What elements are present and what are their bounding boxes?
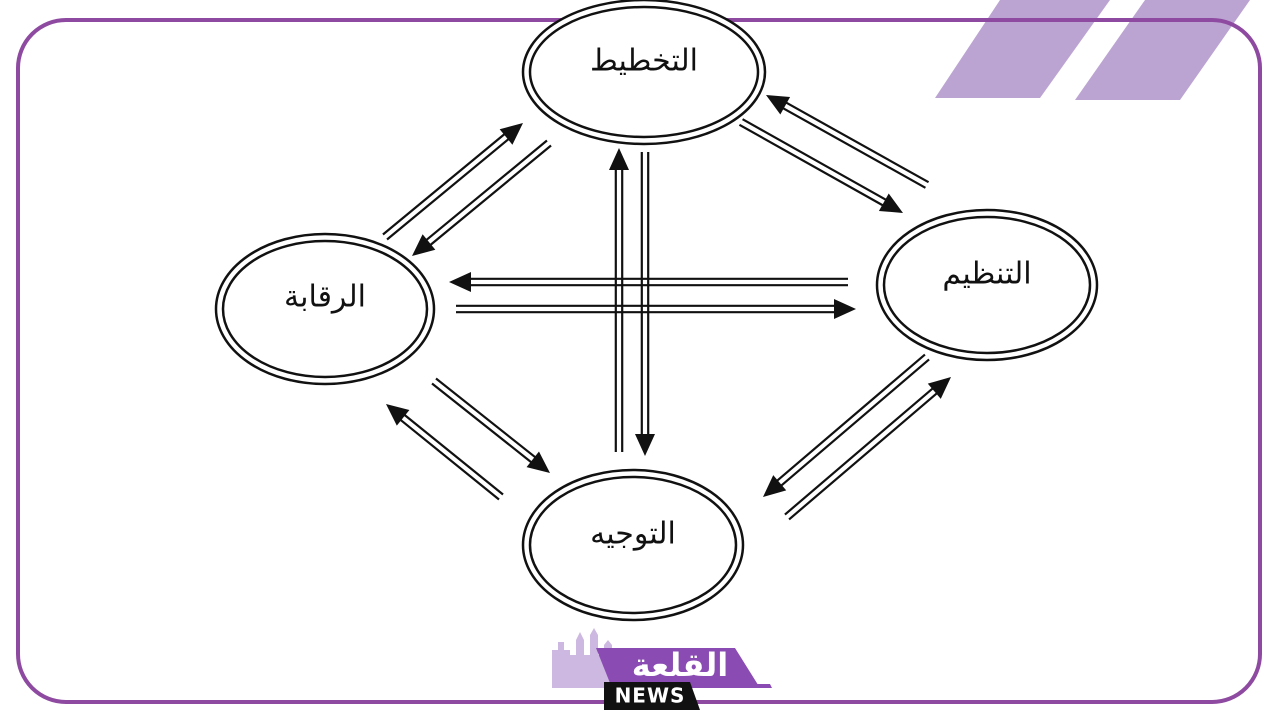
arrow-controlling-to-planning-shaft	[386, 137, 511, 241]
arrow-planning-to-organizing-shaft	[742, 118, 888, 202]
arrow-directing-to-organizing-shaft	[784, 386, 935, 516]
arrow-planning-to-controlling	[412, 139, 552, 256]
castle-icon	[552, 628, 612, 688]
node-controlling-label: الرقابة	[284, 280, 366, 315]
arrow-controlling-to-organizing	[456, 299, 856, 319]
decorative-stripes	[935, 0, 1250, 100]
arrow-organizing-to-planning	[766, 95, 930, 189]
node-controlling: الرقابة	[214, 232, 436, 386]
arrow-controlling-to-planning-shaft	[382, 132, 507, 236]
arrow-directing-to-controlling-shaft	[402, 413, 504, 496]
arrow-organizing-to-directing-shaft	[779, 358, 930, 488]
arrow-planning-to-organizing-shaft	[738, 123, 885, 207]
arrow-directing-to-controlling-head	[386, 404, 410, 426]
arrow-planning-to-controlling-shaft	[424, 139, 548, 242]
arrow-controlling-to-organizing-head	[834, 299, 856, 319]
arrow-organizing-to-controlling	[449, 272, 848, 292]
arrow-directing-to-controlling	[386, 404, 504, 501]
logo-english-text: NEWS	[615, 684, 686, 708]
logo-accent-line	[692, 684, 772, 688]
arrow-planning-to-directing-head	[635, 434, 655, 456]
arrow-organizing-to-directing-shaft	[775, 353, 926, 483]
arrow-directing-to-planning-head	[609, 148, 629, 170]
arrow-organizing-to-planning-head	[766, 95, 791, 115]
stripe-right	[1075, 0, 1250, 100]
arrow-controlling-to-directing	[431, 377, 550, 473]
arrow-planning-to-organizing	[738, 118, 903, 213]
arrow-planning-to-organizing-head	[878, 193, 903, 213]
arrow-directing-to-planning	[609, 148, 629, 452]
arrow-planning-to-controlling-head	[412, 234, 436, 256]
logo-arabic-text: القلعة	[632, 646, 729, 684]
node-planning-label: التخطيط	[590, 44, 698, 79]
node-directing: التوجيه	[521, 468, 745, 622]
node-directing-label: التوجيه	[590, 517, 676, 552]
stripe-left	[935, 0, 1110, 98]
arrow-controlling-to-directing-shaft	[431, 382, 534, 464]
arrow-organizing-to-directing	[763, 353, 930, 497]
arrow-organizing-to-controlling-head	[449, 272, 471, 292]
node-planning: التخطيط	[521, 0, 767, 146]
node-organizing: التنظيم	[875, 208, 1099, 362]
arrow-controlling-to-directing-head	[526, 451, 550, 473]
arrow-controlling-to-planning	[382, 123, 523, 241]
arrow-controlling-to-directing-shaft	[435, 377, 538, 459]
arrow-directing-to-controlling-shaft	[398, 418, 500, 501]
arrow-directing-to-organizing	[784, 377, 951, 521]
arrow-planning-to-controlling-shaft	[428, 144, 552, 247]
arrow-organizing-to-planning-shaft	[781, 106, 926, 189]
node-organizing-label: التنظيم	[942, 257, 1031, 292]
arrows	[382, 95, 951, 521]
arrow-organizing-to-directing-head	[763, 475, 787, 497]
arrow-controlling-to-planning-head	[499, 123, 523, 145]
arrow-directing-to-organizing-shaft	[788, 391, 939, 521]
site-logo: القلعة NEWS	[552, 628, 772, 710]
arrow-directing-to-organizing-head	[927, 377, 951, 399]
logo-news-bar	[604, 682, 700, 710]
arrow-organizing-to-planning-shaft	[784, 101, 930, 184]
logo-ribbon	[596, 648, 760, 688]
arrow-planning-to-directing	[635, 152, 655, 456]
